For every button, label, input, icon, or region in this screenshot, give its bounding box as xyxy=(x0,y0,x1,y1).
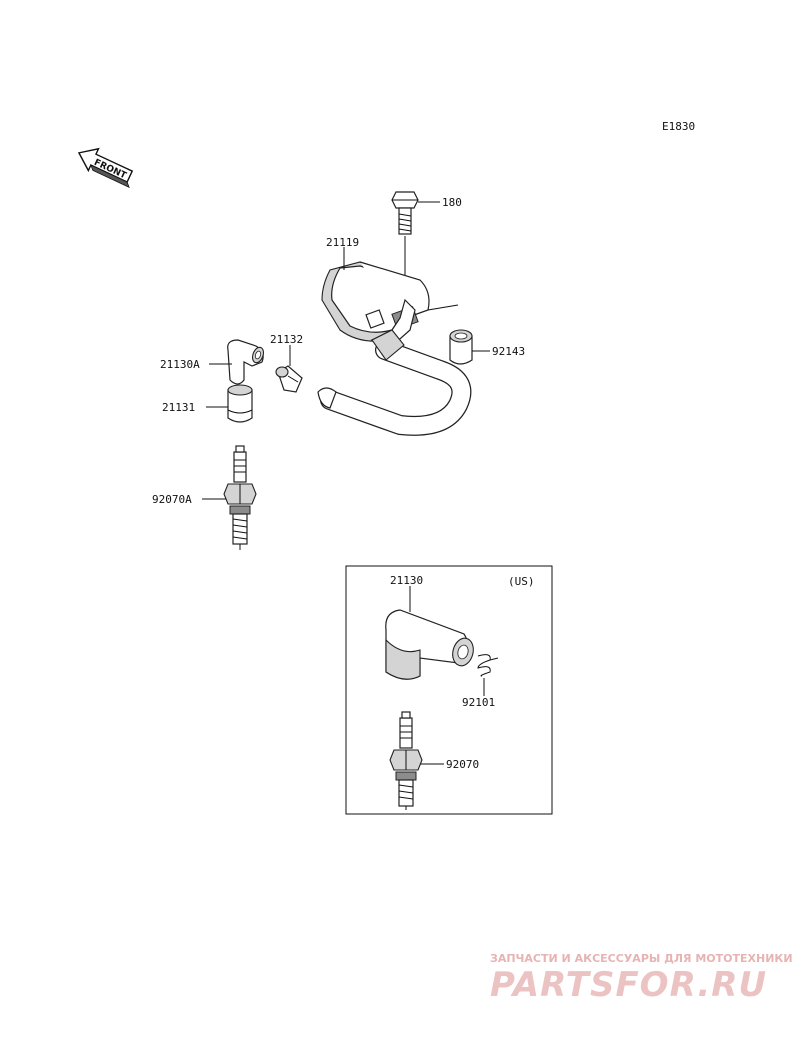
spark-plug-92070 xyxy=(389,711,423,810)
spring-92101 xyxy=(477,654,499,677)
plug-cap-21130 xyxy=(385,609,474,680)
diagram-code: E1830 xyxy=(662,120,695,133)
collar-92143 xyxy=(449,329,473,365)
boot-21131 xyxy=(227,384,253,423)
bolt-180 xyxy=(391,191,419,300)
part-label-21131: 21131 xyxy=(162,401,195,414)
part-label-21130A: 21130A xyxy=(160,358,200,371)
plug-cap-21130A xyxy=(227,339,264,385)
part-label-92143: 92143 xyxy=(492,345,525,358)
part-label-92101: 92101 xyxy=(462,696,495,709)
part-label-21130: 21130 xyxy=(390,574,423,587)
part-label-92070A: 92070A xyxy=(152,493,192,506)
inset-label: (US) xyxy=(508,575,535,588)
seal-21132 xyxy=(275,365,303,393)
spark-plug-92070A xyxy=(223,445,257,550)
part-label-92070: 92070 xyxy=(446,758,479,771)
inset-frame-us xyxy=(345,565,553,815)
watermark-subtitle: ЗАПЧАСТИ И АКСЕССУАРЫ ДЛЯ МОТОТЕХНИКИ xyxy=(490,952,793,965)
part-label-180: 180 xyxy=(442,196,462,209)
watermark-brand: PARTSFOR.RU xyxy=(490,965,767,1005)
ignition-coil-21119 xyxy=(321,261,459,347)
front-arrow-icon: FRONT xyxy=(77,147,134,189)
part-label-21119: 21119 xyxy=(326,236,359,249)
part-label-21132: 21132 xyxy=(270,333,303,346)
